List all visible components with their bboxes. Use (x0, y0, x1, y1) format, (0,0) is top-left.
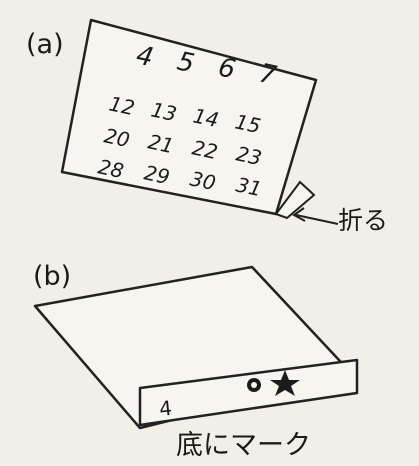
strip-number: 4 (158, 396, 173, 421)
label-a: (a) (26, 29, 64, 60)
fold-arrow-head (292, 207, 306, 222)
calendar-date: 20 (102, 123, 132, 152)
calendar-date: 30 (188, 166, 218, 195)
calendar-date: 4 (134, 41, 156, 74)
bottom-mark-caption: 底にマーク (176, 430, 311, 461)
star-mark (270, 370, 300, 396)
fold-annotation: 折る (338, 206, 388, 235)
calendar-date: 14 (191, 103, 221, 132)
circle-mark-center (251, 382, 257, 388)
calendar-date: 29 (142, 160, 172, 189)
fold-arrow (295, 214, 339, 225)
calendar-date: 5 (175, 47, 197, 80)
calendar-date: 15 (233, 109, 263, 138)
bottom-strip (138, 358, 359, 427)
calendar-date: 31 (234, 172, 264, 201)
folded-flap (275, 180, 316, 220)
calendar-date: 7 (257, 59, 280, 92)
label-b: (b) (33, 261, 71, 292)
calendar-date: 6 (216, 53, 238, 86)
calendar-date: 13 (149, 97, 179, 126)
calendar-date: 22 (190, 135, 220, 164)
calendar-date: 21 (146, 129, 176, 158)
calendar-date: 12 (107, 91, 137, 120)
calendar-date: 28 (96, 154, 126, 183)
calendar-date: 23 (234, 141, 264, 170)
